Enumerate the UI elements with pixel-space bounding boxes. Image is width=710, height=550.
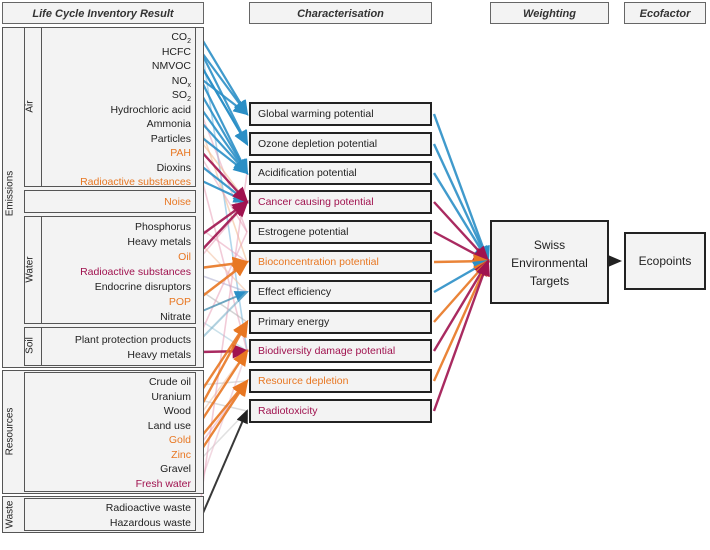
connection-line (199, 149, 249, 204)
label-soil: Soil (24, 337, 36, 354)
resource-item: Wood (163, 405, 191, 417)
weighting-line2: Environmental (511, 256, 588, 270)
ecofactor-box: Ecopoints (624, 232, 706, 290)
air-item: HCFC (161, 45, 191, 58)
connection-line (199, 291, 248, 341)
label-waste: Waste (4, 500, 16, 529)
air-item: Hydrochloric acid (110, 103, 191, 116)
air-item: SO2 (171, 89, 191, 104)
resource-item: Uranium (151, 390, 191, 403)
water-item: Endocrine disruptors (94, 281, 191, 293)
char-box: Global warming potential (249, 102, 432, 126)
connection-line (198, 319, 249, 394)
strong-lines (198, 35, 491, 521)
weighting-line1: Swiss (533, 238, 566, 252)
resource-item: Zinc (171, 448, 191, 461)
connection-line (199, 260, 249, 299)
connection-line (198, 378, 249, 453)
char-box: Primary energy (249, 310, 432, 334)
char-box: Radiotoxicity (249, 399, 432, 423)
air-item: Dioxins (156, 161, 191, 174)
char-box: Resource depletion (249, 369, 432, 393)
soil-item: Heavy metals (127, 349, 191, 361)
connection-line (199, 289, 248, 323)
water-item: Phosphorus (134, 221, 191, 233)
weighting-box: Swiss Environmental Targets (490, 220, 609, 304)
water-item: Oil (178, 251, 191, 263)
waste-item: Radioactive waste (105, 502, 191, 514)
noise-item: Noise (164, 196, 191, 208)
group-noise: Noise (24, 190, 196, 213)
connection-line (199, 200, 249, 253)
char-box: Biodiversity damage potential (249, 339, 432, 363)
connection-line (199, 344, 250, 359)
connection-line (199, 77, 248, 175)
char-box: Effect efficiency (249, 280, 432, 304)
connection-line (199, 106, 249, 175)
soil-item: Plant protection products (74, 334, 191, 346)
faint-lines (199, 35, 248, 506)
air-item: NMVOC (151, 60, 191, 72)
air-item: Radioactive substances (80, 176, 191, 188)
resource-item: Land use (147, 419, 191, 432)
header-ecofactor: Ecofactor (624, 2, 706, 24)
resource-item: Crude oil (148, 376, 191, 388)
connection-line (199, 172, 248, 506)
air-item: CO2 (171, 31, 191, 46)
resource-item: Gravel (160, 463, 191, 475)
connection-line (199, 227, 248, 263)
connection-line (199, 231, 248, 336)
header-weighting: Weighting (490, 2, 609, 24)
connection-line (198, 348, 249, 424)
char-box: Acidification potential (249, 161, 432, 185)
connection-line (199, 77, 249, 116)
waste-item: Hazardous waste (109, 516, 191, 529)
char-box: Estrogene potential (249, 220, 432, 244)
char-box: Bioconcentration potential (249, 250, 432, 274)
weighting-line3: Targets (529, 274, 570, 288)
connection-lines (198, 35, 491, 521)
connection-line (199, 242, 248, 293)
label-water: Water (24, 256, 36, 283)
header-lci: Life Cycle Inventory Result (2, 2, 204, 24)
connection-line (432, 113, 490, 264)
connection-line (199, 135, 249, 175)
label-resources: Resources (4, 407, 16, 456)
connection-line (432, 258, 490, 412)
label-air: Air (24, 100, 36, 113)
connection-line (433, 259, 490, 323)
water-item: Heavy metals (127, 236, 191, 248)
char-box: Ozone depletion potential (249, 132, 432, 156)
water-item: Radioactive substances (80, 266, 191, 278)
air-item: NOx (171, 74, 191, 89)
connection-line (433, 254, 491, 269)
water-item: Nitrate (160, 311, 191, 323)
char-box: Cancer causing potential (249, 190, 432, 214)
connection-line (199, 409, 248, 521)
connection-line (199, 63, 249, 146)
header-characterisation: Characterisation (249, 2, 432, 24)
air-item: Particles (150, 132, 191, 145)
resource-item: Fresh water (135, 477, 191, 490)
connection-line (199, 154, 248, 233)
connection-line (432, 143, 490, 264)
connection-line (432, 258, 490, 382)
water-item: POP (168, 296, 191, 308)
resource-item: Gold (168, 434, 191, 446)
air-item: PAH (170, 147, 191, 159)
label-emissions: Emissions (4, 170, 16, 217)
connection-line (433, 201, 490, 263)
air-item: Ammonia (146, 118, 191, 130)
connection-line (199, 291, 249, 313)
